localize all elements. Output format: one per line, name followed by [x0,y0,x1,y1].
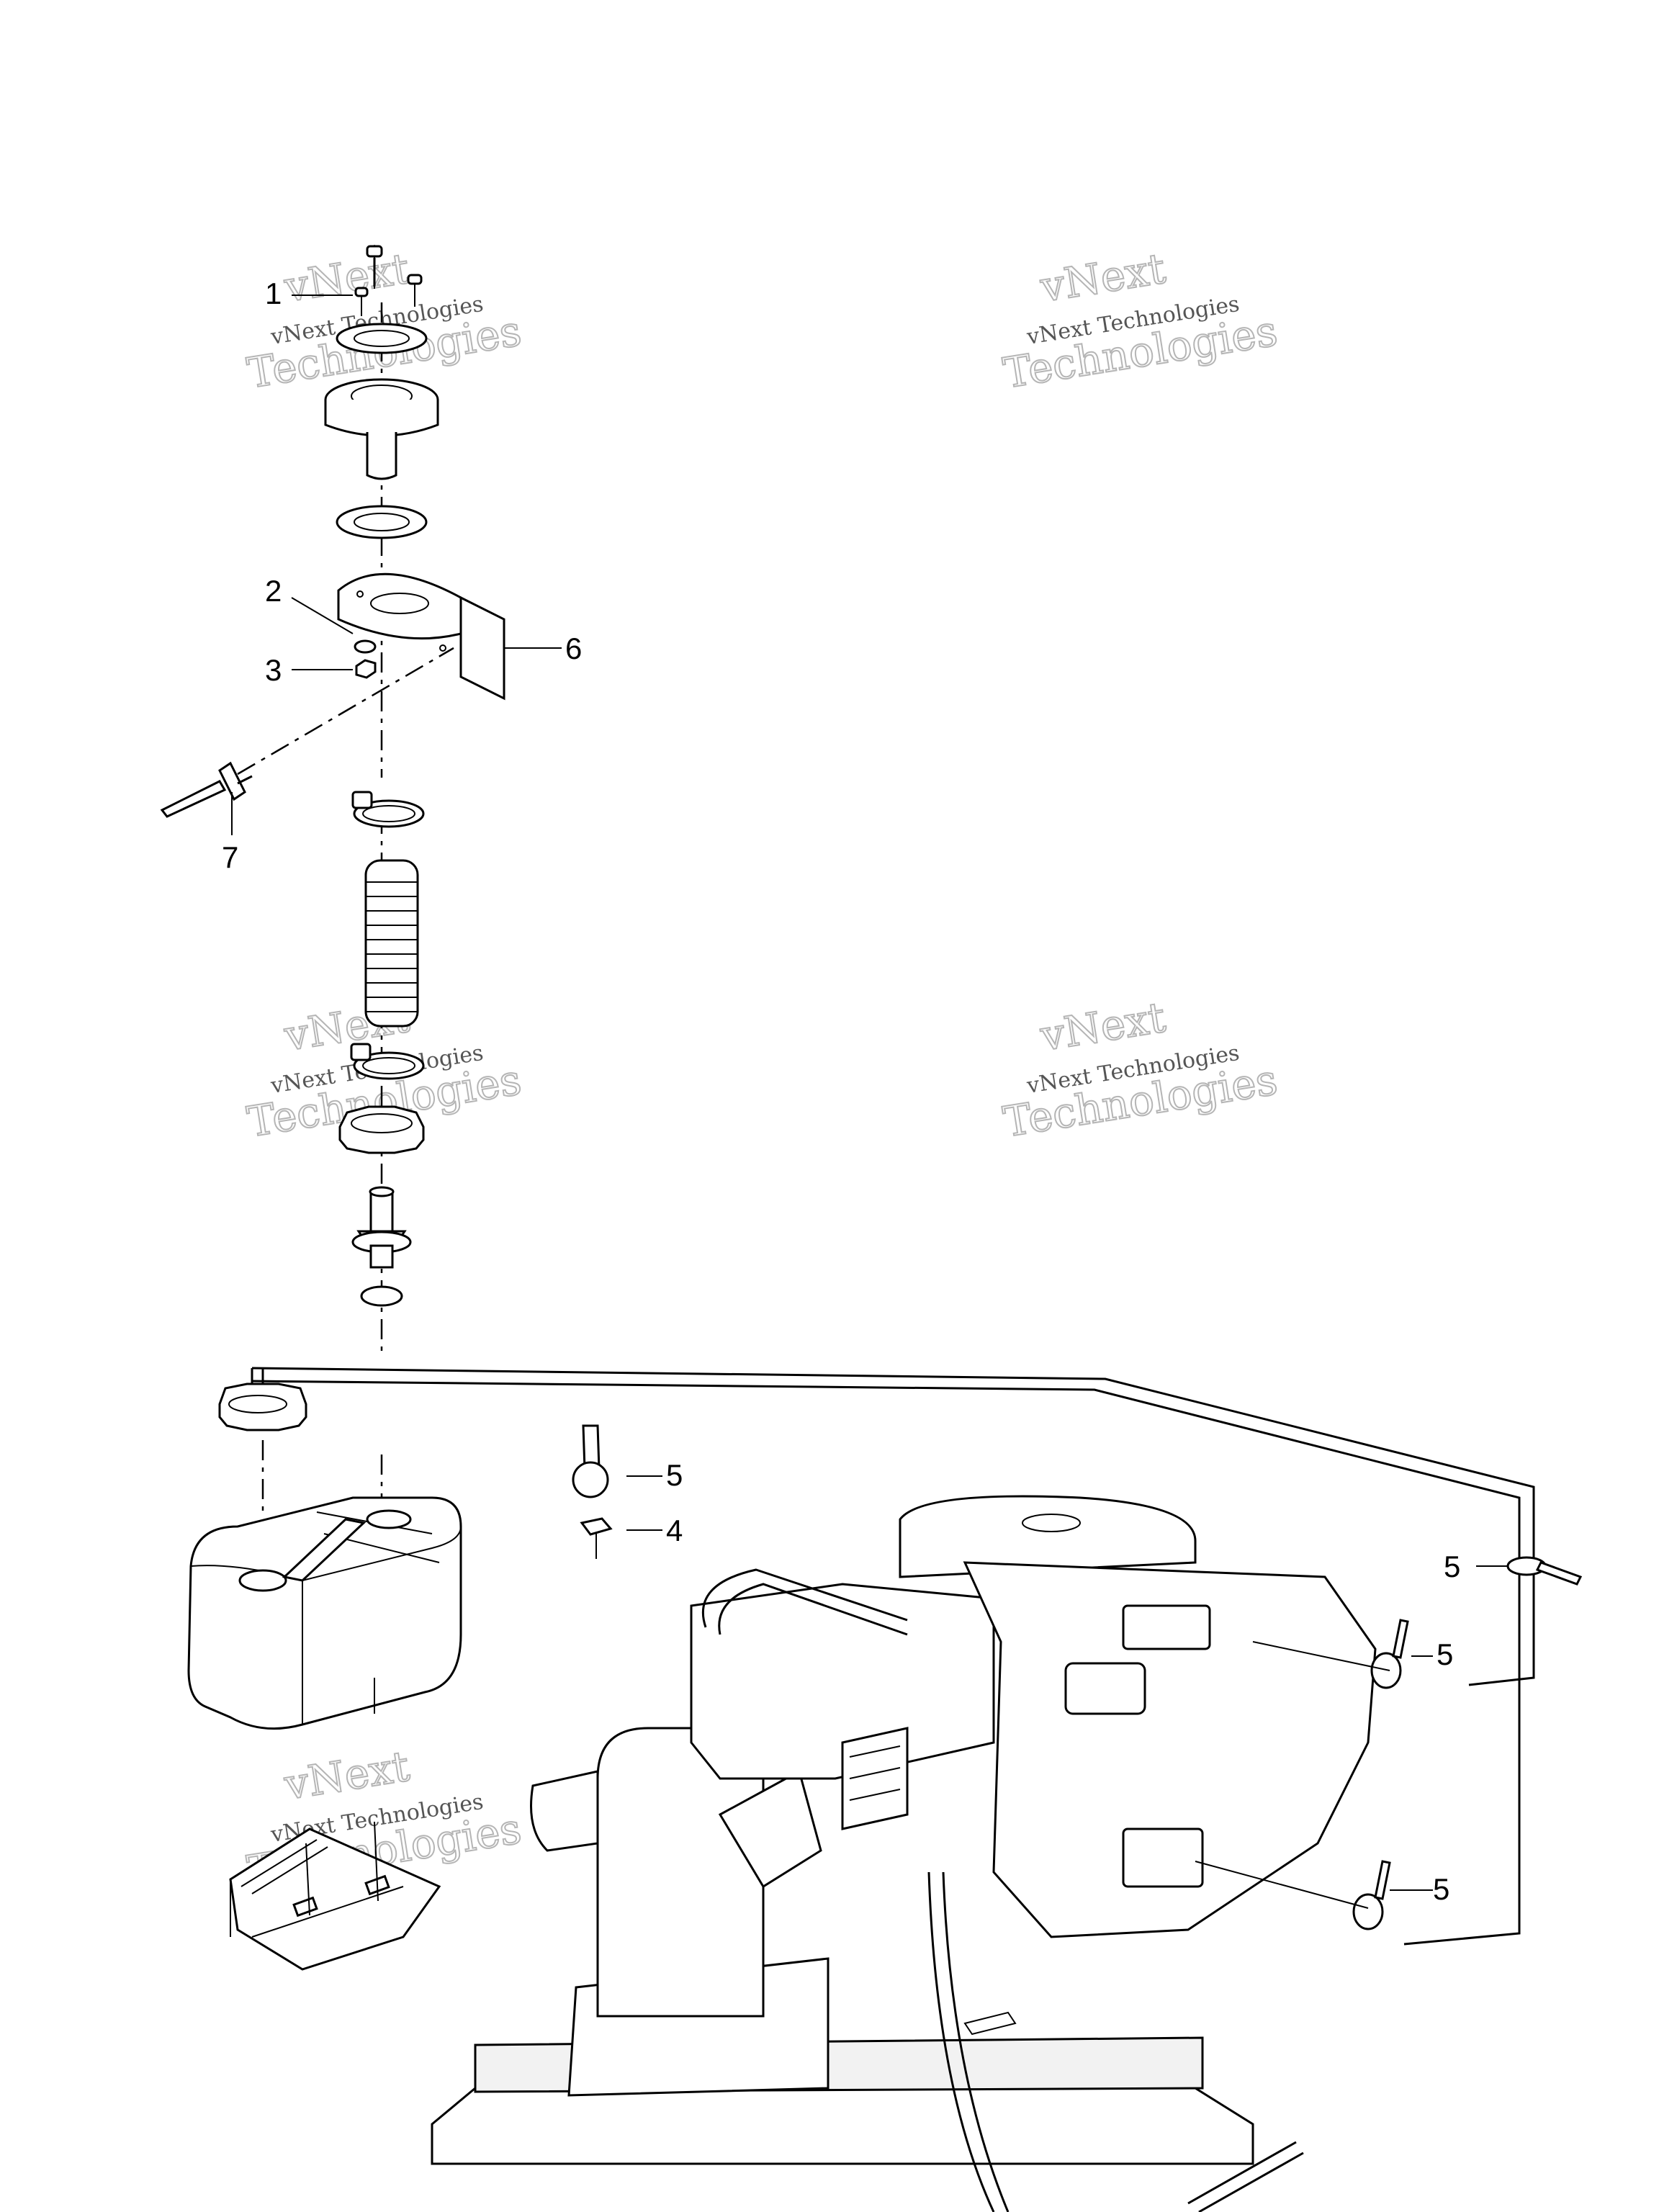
watermark-text-1: vNext [281,244,413,313]
callout-5-lower-clip: 5 [1433,1872,1449,1906]
tank-holder-tray [229,1821,441,1971]
mounting-bracket [337,572,505,701]
callout-5-upper-clip: 5 [1444,1550,1460,1583]
cable-tie-clip [572,1424,609,1498]
hose-clamp-upper [351,791,425,828]
vent-hose [251,1367,1535,1946]
callout-5-middle-clip: 5 [1437,1637,1453,1671]
filler-neck [324,378,439,480]
callout-3: 3 [265,653,282,687]
engine-assembly [431,1495,1377,2212]
rivet-axis [237,647,454,775]
filler-cap [218,1382,307,1431]
gasket-ring [336,505,428,539]
o-ring [360,1285,403,1307]
fuel-tank [187,1496,462,1730]
corrugated-hose [364,859,419,1028]
callout-1: 1 [265,276,282,310]
vent-hose-clip-lower [1352,1860,1391,1930]
watermark-mid-right: vNext vNext Technologies Technologies [999,992,1282,1148]
callout-7: 7 [222,840,238,874]
watermark-text-1: vNext [1037,993,1169,1061]
assembly-axis [261,302,383,1512]
callout-6: 6 [565,631,582,665]
callout-5-standalone: 5 [666,1458,683,1492]
leader-lines [231,295,1509,1909]
rivet [160,761,253,818]
washer [354,639,377,654]
tank-spout [351,1186,412,1269]
callout-4: 4 [666,1514,683,1547]
watermark-text-1: vNext [1037,244,1169,313]
watermark-text-1: vNext [281,1742,413,1810]
screws-top [354,244,423,316]
screw-4 [580,1517,613,1559]
lock-ring [338,1105,425,1154]
callout-2: 2 [265,574,282,608]
watermark-top-right: vNext vNext Technologies Technologies [999,243,1282,399]
top-gasket-ring [336,323,428,354]
vent-hose-clip-middle [1370,1619,1409,1689]
nut [355,659,377,679]
hose-clamp-lower [350,1043,425,1080]
